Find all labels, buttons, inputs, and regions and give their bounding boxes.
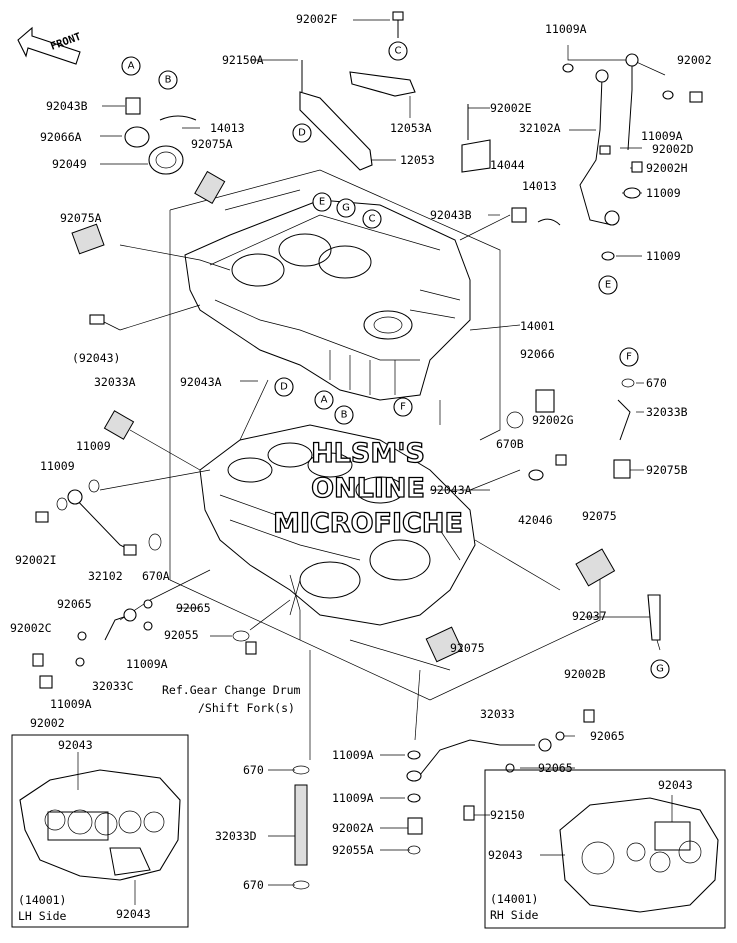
label-92002h: 92002H (646, 161, 688, 175)
label-92043b: 92043B (46, 99, 88, 113)
label-92002-bottom: 92002 (30, 716, 65, 730)
label-92002d: 92002D (652, 142, 694, 156)
label-32102a: 32102A (519, 121, 561, 135)
label-92043b-right: 92043B (430, 208, 472, 222)
label-14013-right: 14013 (522, 179, 557, 193)
label-11009a-top: 11009A (545, 22, 587, 36)
label-14044: 14044 (490, 158, 525, 172)
callout-c2: C (369, 214, 376, 225)
label-32033d: 32033D (215, 829, 257, 843)
ref-note-line1: Ref.Gear Change Drum (162, 683, 301, 697)
callout-b: B (165, 75, 172, 86)
label-92002: 92002 (677, 53, 712, 67)
label-92002a: 92002A (332, 821, 374, 835)
label-92065-c: 92065 (590, 729, 625, 743)
label-92002g: 92002G (532, 413, 574, 427)
label-92002e: 92002E (490, 101, 532, 115)
callout-e2: E (605, 280, 611, 291)
label-32033a: 32033A (94, 375, 136, 389)
rh-side-inset: 92043 92043 (14001) RH Side (484, 769, 726, 929)
label-92075-right: 92075 (582, 509, 617, 523)
label-92065-d: 92065 (538, 761, 573, 775)
label-92002f: 92002F (296, 12, 338, 26)
label-92150: 92150 (490, 808, 525, 822)
label-92075a-left: 92075A (60, 211, 102, 225)
ref-note-line2: /Shift Fork(s) (198, 701, 295, 715)
rh-left-label: 92043 (488, 848, 523, 862)
callout-f2: F (626, 352, 632, 363)
label-32033b: 32033B (646, 405, 688, 419)
label-92002c: 92002C (10, 621, 52, 635)
small-parts (32, 11, 703, 890)
label-670-b2: 670 (243, 878, 264, 892)
label-92066a: 92066A (40, 130, 82, 144)
callout-b2: B (341, 410, 348, 421)
label-92043-paren: (92043) (72, 351, 120, 365)
callout-d2: D (280, 382, 288, 393)
watermark-line2: ONLINE (311, 473, 425, 504)
label-670a: 670A (142, 569, 170, 583)
label-42046: 42046 (518, 513, 553, 527)
label-92055: 92055 (164, 628, 199, 642)
lh-side-label: LH Side (18, 909, 67, 923)
watermark-line1: HLSM'S (311, 438, 425, 469)
lh-bottom-label: 92043 (116, 907, 151, 921)
label-11009-l1: 11009 (76, 439, 111, 453)
label-92043a-top: 92043A (180, 375, 222, 389)
label-14013-left: 14013 (210, 121, 245, 135)
label-670-right: 670 (646, 376, 667, 390)
lh-part-ref: (14001) (18, 893, 66, 907)
label-92066: 92066 (520, 347, 555, 361)
callout-g2: G (656, 664, 664, 675)
part-labels: 92002F 11009A 92150A 92002 92043B 14013 … (10, 12, 712, 892)
label-32102: 32102 (88, 569, 123, 583)
label-14001: 14001 (520, 319, 555, 333)
label-92075a-upper: 92075A (191, 137, 233, 151)
label-11009-a: 11009 (646, 186, 681, 200)
label-92055a: 92055A (332, 843, 374, 857)
callout-a2: A (321, 395, 328, 406)
callout-e: E (319, 197, 325, 208)
label-32033: 32033 (480, 707, 515, 721)
label-11009-l2: 11009 (40, 459, 75, 473)
label-11009a-c: 11009A (332, 791, 374, 805)
label-11009-b: 11009 (646, 249, 681, 263)
callout-g: G (342, 203, 350, 214)
label-92049: 92049 (52, 157, 87, 171)
label-92002i: 92002I (15, 553, 57, 567)
rh-top-label: 92043 (658, 778, 693, 792)
rh-side-label: RH Side (490, 908, 539, 922)
label-92043a-mid: 92043A (430, 483, 472, 497)
callout-d: D (298, 128, 306, 139)
upper-crankcase (184, 199, 471, 401)
callout-c: C (395, 46, 402, 57)
callout-markers: A B C D E G C A B F D E F G (121, 41, 670, 679)
lh-side-inset: 92043 92043 (14001) LH Side (11, 734, 189, 928)
label-12053: 12053 (400, 153, 435, 167)
lh-top-label: 92043 (58, 738, 93, 752)
label-92075-bottom: 92075 (450, 641, 485, 655)
label-12053a: 12053A (390, 121, 432, 135)
label-92075b: 92075B (646, 463, 688, 477)
label-92065-a: 92065 (57, 597, 92, 611)
label-92065-b: 92065 (176, 601, 211, 615)
watermark-line3: MICROFICHE (273, 508, 463, 539)
callout-f: F (400, 402, 406, 413)
label-92150a: 92150A (222, 53, 264, 67)
rh-part-ref: (14001) (490, 892, 538, 906)
label-670-b1: 670 (243, 763, 264, 777)
label-11009a-b: 11009A (332, 748, 374, 762)
label-670b: 670B (496, 437, 524, 451)
label-92037: 92037 (572, 609, 607, 623)
callout-a: A (128, 61, 135, 72)
label-11009a-l: 11009A (126, 657, 168, 671)
watermark: HLSM'S ONLINE MICROFICHE (272, 437, 463, 539)
label-11009a-mid: 11009A (641, 129, 683, 143)
front-arrow: FRONT (17, 26, 83, 65)
label-92002b: 92002B (564, 667, 606, 681)
label-11009a-ll: 11009A (50, 697, 92, 711)
label-32033c: 32033C (92, 679, 134, 693)
